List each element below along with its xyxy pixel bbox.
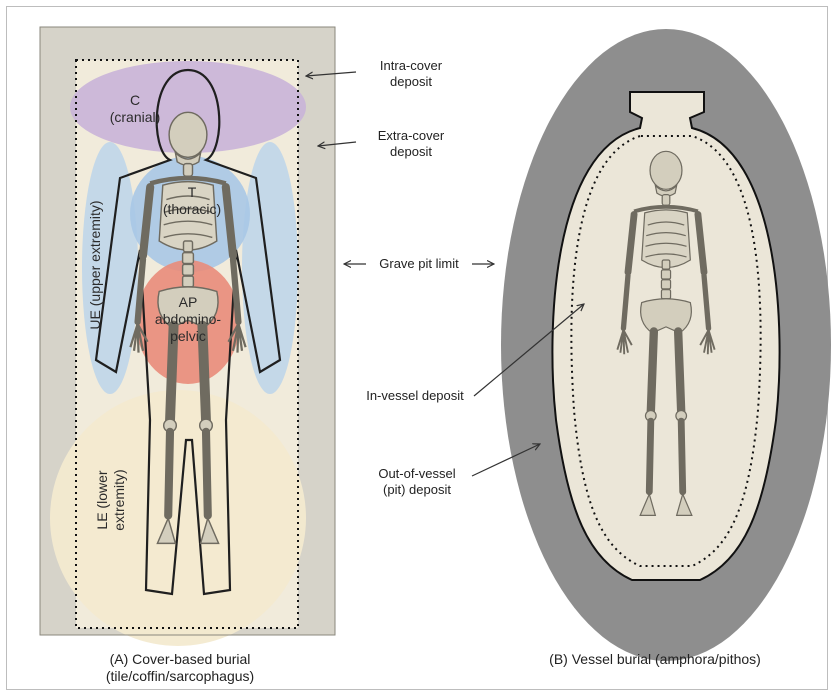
extra-cover-line1: Extra-cover	[356, 128, 466, 144]
thoracic-zone-label: T (thoracic)	[142, 184, 242, 218]
grave-pit-limit-label: Grave pit limit	[366, 256, 472, 272]
abdominopelvic-zone-label: AP abdomino- pelvic	[138, 294, 238, 345]
out-of-vessel-line2: (pit) deposit	[362, 482, 472, 498]
intra-cover-line1: Intra-cover	[356, 58, 466, 74]
caption-a: (A) Cover-based burial (tile/coffin/sarc…	[80, 651, 280, 685]
lower-extremity-label: LE (lower extremity)	[94, 450, 130, 550]
intra-cover-line2: deposit	[356, 74, 466, 90]
caption-a-line2: (tile/coffin/sarcophagus)	[80, 668, 280, 685]
abdominopelvic-code: AP	[138, 294, 238, 311]
intra-cover-label: Intra-cover deposit	[356, 58, 466, 90]
cranial-code: C	[92, 92, 178, 109]
lower-extremity-line2: extremity)	[111, 450, 128, 550]
out-of-vessel-label: Out-of-vessel (pit) deposit	[362, 466, 472, 498]
caption-a-line1: (A) Cover-based burial	[80, 651, 280, 668]
abdominopelvic-line2: pelvic	[138, 328, 238, 345]
in-vessel-label: In-vessel deposit	[354, 388, 476, 404]
out-of-vessel-line1: Out-of-vessel	[362, 466, 472, 482]
thoracic-name: (thoracic)	[142, 201, 242, 218]
upper-extremity-zone-right	[242, 142, 298, 394]
caption-b: (B) Vessel burial (amphora/pithos)	[540, 651, 770, 668]
thoracic-code: T	[142, 184, 242, 201]
lower-extremity-line1: LE (lower	[94, 450, 111, 550]
cranial-zone-label: C (cranial)	[92, 92, 178, 126]
extra-cover-label: Extra-cover deposit	[356, 128, 466, 160]
extra-cover-line2: deposit	[356, 144, 466, 160]
upper-extremity-label: UE (upper extremity)	[87, 185, 105, 345]
cranial-name: (cranial)	[92, 109, 178, 126]
abdominopelvic-line1: abdomino-	[138, 311, 238, 328]
